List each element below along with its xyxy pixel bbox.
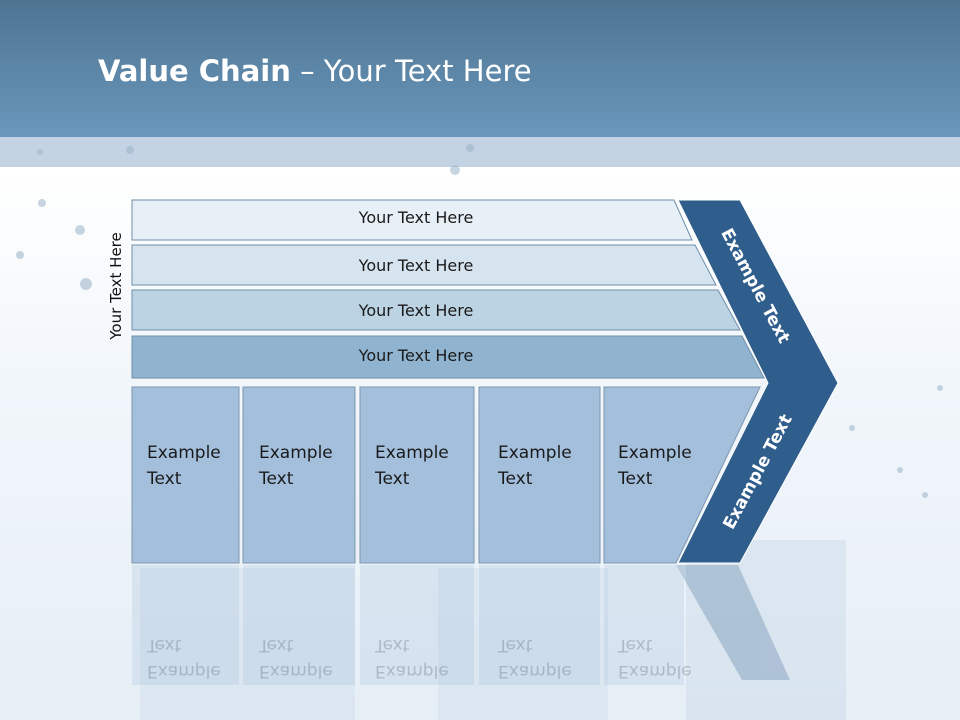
box-label-2: Example Text [259,443,333,489]
title-bar: Value Chain – Your Text Here [0,0,960,137]
row-label-4: Your Text Here [358,346,474,365]
header-band [0,137,960,167]
box-label-1-reflection: Example Text [147,635,221,681]
row-bar-1[interactable] [131,199,693,241]
box-label-1: Example Text [147,443,221,489]
box-label-4-reflection: Example Text [498,635,572,681]
box-label-2-reflection: Example Text [259,635,333,681]
water-splash-image [16,144,943,720]
boxes-reflection [132,565,790,685]
row-label-3: Your Text Here [358,301,474,320]
row-label-2: Your Text Here [358,256,474,275]
box-label-5-reflection: Example Text [618,635,692,681]
row-label-1: Your Text Here [358,208,474,227]
box-4[interactable] [478,386,601,564]
slide-title[interactable]: Value Chain – Your Text Here [98,54,532,88]
box-5[interactable] [603,386,761,564]
box-1[interactable] [131,386,240,564]
box-label-4: Example Text [498,443,572,489]
row-bar-4[interactable] [131,335,765,379]
box-3[interactable] [359,386,475,564]
row-bar-2[interactable] [131,244,717,286]
box-label-3: Example Text [375,443,449,489]
chevron-arrow[interactable] [677,199,839,564]
vertical-label: Your Text Here [107,232,125,340]
box-label-3-reflection: Example Text [375,635,449,681]
row-bar-3[interactable] [131,289,741,331]
box-2[interactable] [242,386,356,564]
box-label-5: Example Text [618,443,692,489]
title-rest: – Your Text Here [290,54,532,88]
title-bold: Value Chain [98,54,291,88]
